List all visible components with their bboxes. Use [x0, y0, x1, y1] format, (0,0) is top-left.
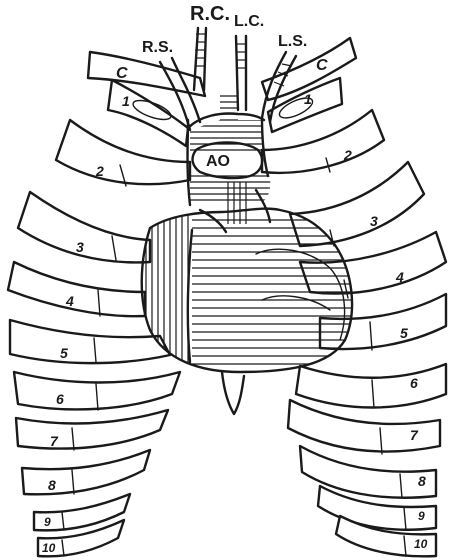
label-rib-right-7: 7 [50, 433, 59, 449]
label-rib-left-1: 1 [304, 91, 312, 107]
label-rib-left-2: 2 [343, 147, 352, 163]
ribs-right [8, 80, 190, 556]
label-rib-left-8: 8 [418, 473, 426, 489]
label-ao: AO [206, 153, 230, 170]
label-rib-right-10: 10 [42, 541, 56, 555]
label-rib-right-1: 1 [122, 93, 130, 109]
label-rib-left-7: 7 [410, 427, 419, 443]
label-clavicle-right: C [116, 65, 128, 82]
xiphoid-process [222, 372, 244, 414]
label-rib-left-3: 3 [370, 213, 378, 229]
label-rib-right-3: 3 [76, 239, 84, 255]
label-rib-right-5: 5 [60, 345, 68, 361]
label-rc: R.C. [190, 3, 230, 25]
label-ls: L.S. [278, 33, 307, 50]
label-rib-left-9: 9 [418, 509, 425, 523]
label-rib-right-2: 2 [95, 163, 104, 179]
label-rib-right-4: 4 [65, 293, 74, 309]
label-rib-right-9: 9 [44, 515, 51, 529]
label-rib-left-4: 4 [395, 269, 404, 285]
label-rs: R.S. [142, 39, 173, 56]
label-rib-left-10: 10 [414, 537, 428, 551]
label-rib-left-6: 6 [410, 375, 418, 391]
label-rib-right-8: 8 [48, 477, 56, 493]
label-rib-left-5: 5 [400, 325, 408, 341]
label-clavicle-left: C [316, 57, 328, 74]
label-lc: L.C. [234, 13, 264, 30]
label-rib-right-6: 6 [56, 391, 64, 407]
